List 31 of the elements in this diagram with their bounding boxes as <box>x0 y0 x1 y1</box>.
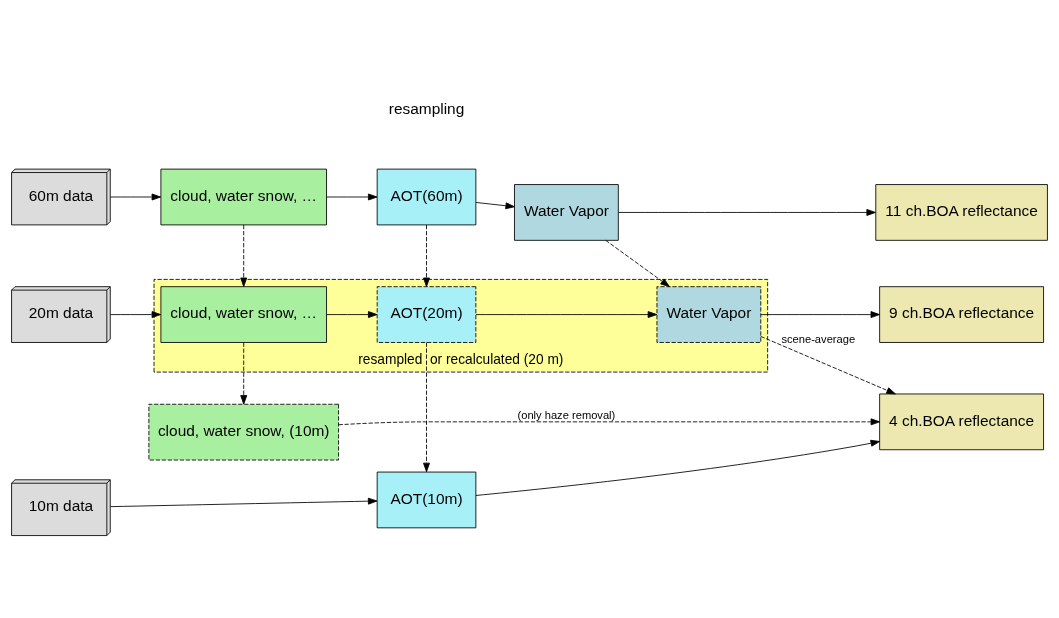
node-box: AOT(60m) <box>376 168 477 226</box>
label: resampling <box>388 100 465 118</box>
arrow <box>110 497 378 508</box>
arrow <box>760 311 880 318</box>
arrow <box>475 202 515 210</box>
node-box: 11 ch.BOA reflectance <box>875 184 1048 241</box>
arrow <box>423 224 430 287</box>
arrow <box>326 311 378 318</box>
node-box: 4 ch.BOA reflectance <box>879 393 1044 451</box>
arrow <box>109 311 162 318</box>
arrow <box>240 342 248 405</box>
edge-label: scene-average <box>781 333 856 346</box>
arrow <box>338 418 881 426</box>
node-box: cloud, water snow, … <box>160 168 327 226</box>
node-box: Water Vapor <box>656 286 762 343</box>
arrow <box>423 342 430 473</box>
arrow <box>618 209 876 216</box>
node-box: Water Vapor <box>514 184 619 241</box>
arrow <box>326 193 378 201</box>
node-box: cloud, water snow, … <box>160 286 327 343</box>
node-box: cloud, water snow, (10m) <box>148 403 339 461</box>
arrow <box>605 239 670 287</box>
edge-label: (only haze removal) <box>517 408 616 421</box>
node-box: AOT(20m) <box>376 286 477 343</box>
arrow <box>760 336 896 395</box>
arrow <box>109 193 162 201</box>
arrow <box>475 311 658 318</box>
node-box: 9 ch.BOA reflectance <box>879 286 1044 343</box>
arrow <box>475 439 880 496</box>
arrow <box>240 224 248 287</box>
node-box: AOT(10m) <box>376 471 477 529</box>
